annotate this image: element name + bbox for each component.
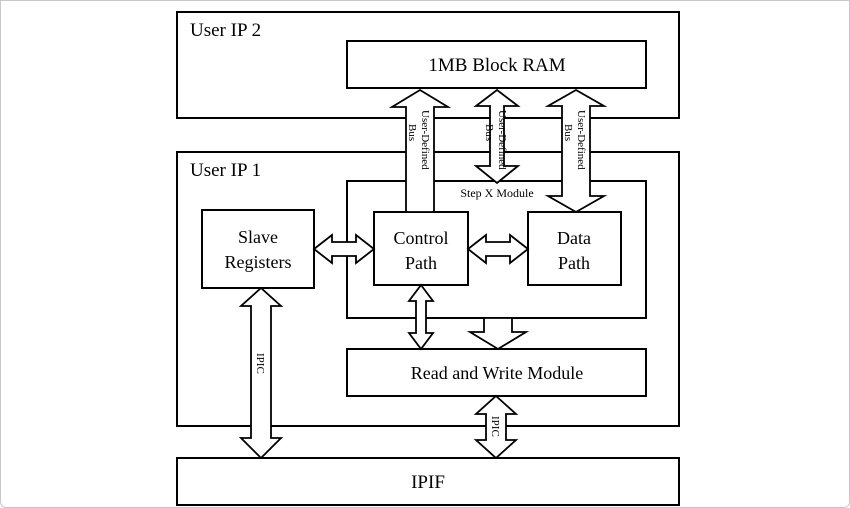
ipif-box bbox=[176, 457, 680, 506]
user-defined-bus-arrow-3 bbox=[544, 88, 608, 214]
block-ram-box bbox=[346, 40, 647, 89]
user-defined-bus-3-label-line-1: User-Defined bbox=[575, 110, 587, 170]
read-write-module-label: Read and Write Module bbox=[411, 363, 583, 383]
data-path-box bbox=[527, 211, 622, 286]
slave-registers-label-line-1: Slave bbox=[238, 227, 278, 247]
user-ip-2-label: User IP 2 bbox=[190, 20, 261, 41]
control-data-arrow bbox=[466, 233, 530, 265]
ipic-right-label: IPIC bbox=[489, 416, 501, 437]
ipic-arrow-left bbox=[238, 286, 284, 460]
control-path-box bbox=[373, 211, 469, 286]
user-ip-1-label: User IP 1 bbox=[190, 160, 261, 181]
data-path-label-line-1: Data bbox=[557, 228, 591, 248]
control-path-label-line-2: Path bbox=[405, 253, 437, 273]
ipic-left-label: IPIC bbox=[254, 353, 266, 374]
slave-registers-label-line-2: Registers bbox=[225, 252, 292, 272]
block-ram-label: 1MB Block RAM bbox=[428, 55, 565, 76]
slave-registers-box bbox=[201, 209, 315, 289]
user-defined-bus-2-label-line-1: User-Defined bbox=[496, 110, 508, 170]
stepx-readwrite-arrow bbox=[466, 317, 530, 351]
user-defined-bus-arrow-2 bbox=[473, 88, 521, 185]
user-defined-bus-3-label-line-2: Bus bbox=[562, 124, 574, 141]
control-readwrite-arrow bbox=[407, 283, 435, 351]
user-defined-bus-1-label-line-1: User-Defined bbox=[419, 110, 431, 170]
ipif-label: IPIF bbox=[411, 472, 445, 493]
data-path-label-line-2: Path bbox=[558, 253, 590, 273]
user-defined-bus-2-label-line-2: Bus bbox=[483, 124, 495, 141]
slave-control-arrow bbox=[312, 233, 376, 265]
user-defined-bus-arrow-1 bbox=[388, 88, 452, 213]
control-path-label-line-1: Control bbox=[393, 228, 448, 248]
user-defined-bus-1-label-line-2: Bus bbox=[406, 124, 418, 141]
step-x-module-label: Step X Module bbox=[460, 186, 533, 200]
ipic-arrow-right bbox=[473, 394, 519, 460]
